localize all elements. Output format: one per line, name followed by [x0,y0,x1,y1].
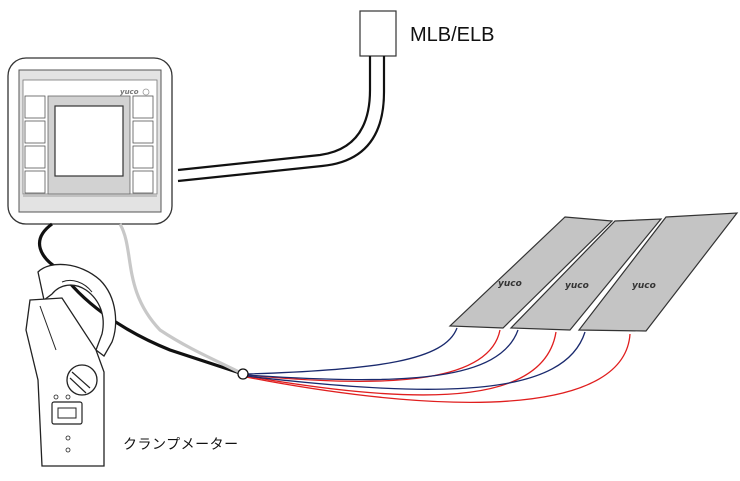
clamp-meter-dial-pointer-1 [71,371,91,389]
clamp-meter-button-2[interactable] [65,394,71,400]
breaker-cable-2 [177,56,386,183]
thermostat-grey-cable [118,223,244,376]
thermostat-left-button-1[interactable] [24,95,46,119]
wire-neutral-panel-2 [245,329,519,381]
wire-live-panel-3 [245,333,631,403]
clamp-meter-dial-pointer-2 [69,377,87,394]
thermostat-right-button-4[interactable] [132,170,154,194]
clamp-meter-button-4[interactable] [65,447,71,453]
clamp-meter-button-1[interactable] [53,394,59,400]
heating-panel-1: yuco [448,216,614,329]
thermostat-brand-logo: yuco [120,88,139,96]
thermostat-left-button-4[interactable] [24,170,46,194]
clamp-meter-edge [39,305,57,351]
thermostat-left-button-2[interactable] [24,120,46,144]
clamp-meter-button-3[interactable] [65,435,71,441]
thermostat-right-button-2[interactable] [132,120,154,144]
thermostat-logo-mark [142,88,150,96]
thermostat-right-button-1[interactable] [132,95,154,119]
breaker-label: MLB/ELB [410,24,495,46]
junction-node [237,368,249,380]
clamp-meter-jaw-inner [61,279,93,293]
breaker-cable-1 [177,56,372,172]
thermostat-right-button-3[interactable] [132,145,154,169]
panel-2-logo: yuco [565,281,589,291]
wire-neutral-panel-1 [245,327,458,375]
clamp-meter-body [25,297,105,467]
clamp-meter-jaw [37,263,117,357]
clamp-meter-label: クランプメーター [123,436,239,452]
wire-live-panel-1 [245,329,501,383]
heating-panel-2: yuco [509,218,663,331]
heating-panel-3: yuco [577,212,739,332]
panel-1-logo: yuco [498,279,522,289]
thermostat-left-button-3[interactable] [24,145,46,169]
thermostat-screen [54,105,124,177]
clamp-meter-display-window [57,407,77,419]
wire-neutral-panel-3 [245,331,586,390]
panel-3-logo: yuco [632,281,656,291]
panel-wires [245,327,631,403]
breaker-box [359,10,397,57]
wire-live-panel-2 [245,331,557,396]
